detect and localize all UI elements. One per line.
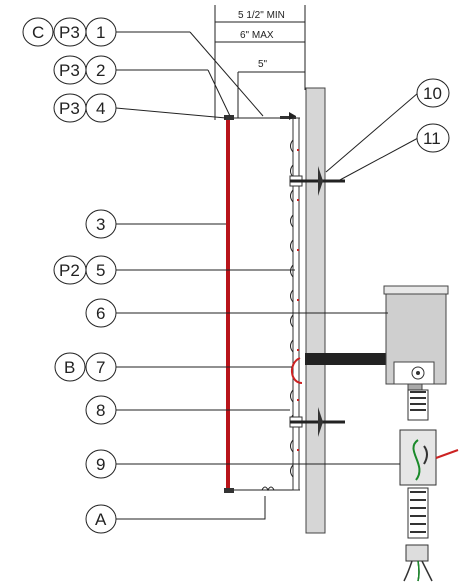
- svg-text:A: A: [95, 510, 107, 529]
- callout-a: A: [85, 504, 117, 534]
- red-frame-bar: [226, 118, 230, 490]
- svg-text:8: 8: [96, 401, 105, 420]
- callout-11: 11: [416, 123, 450, 153]
- svg-text:10: 10: [423, 84, 442, 103]
- svg-text:3: 3: [96, 215, 105, 234]
- frame-top-cap: [224, 115, 234, 120]
- callout-p3-4: P3 4: [53, 93, 117, 123]
- callout-8: 8: [85, 395, 117, 425]
- svg-text:4: 4: [96, 99, 105, 118]
- callout-p3-2: P3 2: [53, 55, 117, 85]
- lower-anchor-bolt: [289, 407, 345, 437]
- frame-assembly: [224, 115, 300, 493]
- svg-text:B: B: [64, 358, 75, 377]
- callout-9: 9: [85, 449, 117, 479]
- svg-text:P3: P3: [59, 99, 80, 118]
- svg-text:9: 9: [96, 455, 105, 474]
- dim-gap-label: 5": [258, 59, 268, 70]
- conduit: [291, 353, 387, 384]
- callouts: C P3 1 P3 2 P3 4 3 P2 5: [22, 17, 450, 534]
- svg-text:2: 2: [96, 61, 105, 80]
- wall-post: [305, 87, 326, 534]
- svg-text:5: 5: [96, 261, 105, 280]
- frame-back-rail: [292, 117, 300, 491]
- dim-max-label: 6" MAX: [240, 30, 274, 41]
- svg-text:11: 11: [423, 129, 441, 148]
- leader-lines: [115, 31, 419, 520]
- svg-text:P3: P3: [59, 61, 80, 80]
- drain-bump: [261, 486, 275, 492]
- junction-box: [383, 285, 449, 391]
- callout-b-7: B 7: [54, 352, 117, 382]
- callout-6: 6: [85, 298, 117, 328]
- conduit-fitting: [399, 389, 459, 582]
- callout-c-p3-1: C P3 1: [22, 17, 117, 47]
- callout-p2-5: P2 5: [53, 255, 117, 285]
- dimension-lines: 5 1/2" MIN 6" MAX 5": [214, 5, 306, 120]
- svg-text:7: 7: [96, 358, 105, 377]
- callout-10: 10: [416, 78, 450, 108]
- svg-text:P3: P3: [59, 23, 80, 42]
- upper-anchor-bolt: [289, 166, 345, 196]
- callout-3: 3: [85, 209, 117, 239]
- svg-text:P2: P2: [59, 261, 80, 280]
- svg-text:1: 1: [96, 23, 105, 42]
- svg-text:6: 6: [96, 304, 105, 323]
- dim-min-label: 5 1/2" MIN: [238, 10, 285, 21]
- svg-text:C: C: [32, 23, 44, 42]
- frame-bottom-cap: [224, 488, 234, 493]
